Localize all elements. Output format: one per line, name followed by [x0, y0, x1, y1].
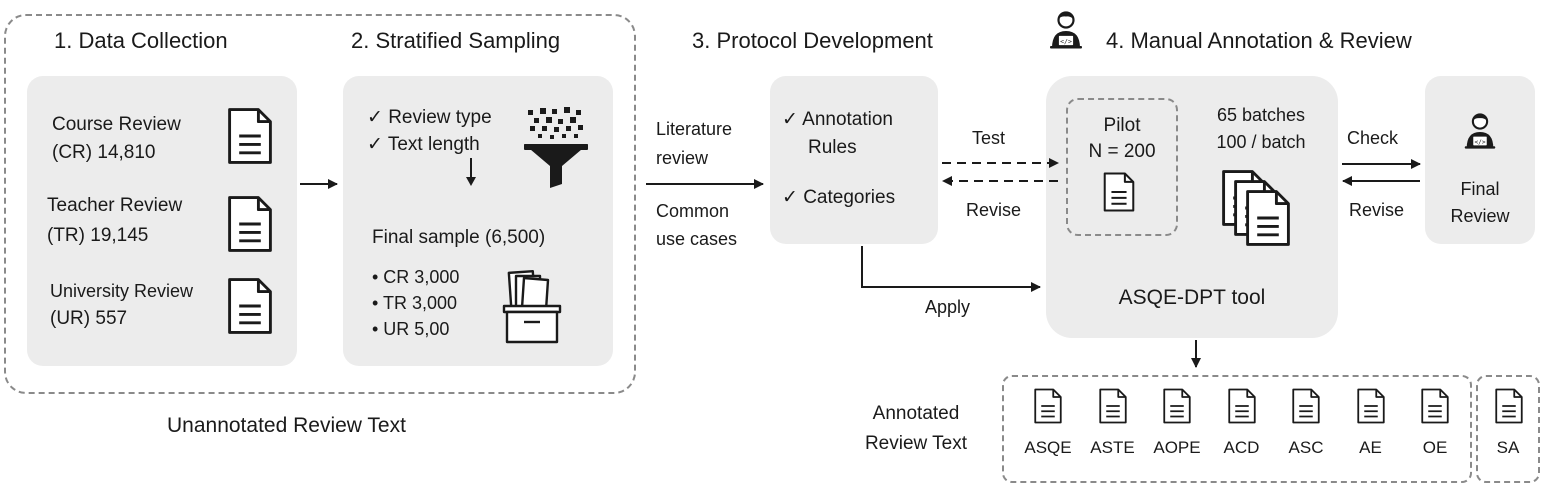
- input-literature: Literature: [656, 119, 733, 139]
- criterion-review-type: ✓ Review type: [367, 107, 492, 128]
- input-review: review: [656, 148, 709, 168]
- flow-label-check: Check: [1347, 128, 1399, 148]
- stage1-title: 1. Data Collection: [54, 28, 228, 53]
- document-icon: [1420, 386, 1450, 426]
- unannotated-review-text-label: Unannotated Review Text: [167, 414, 406, 437]
- output-label-line1: Annotated: [872, 403, 960, 424]
- task-label: ASC: [1288, 438, 1324, 457]
- flow-label-test: Test: [972, 128, 1006, 148]
- stage4-title: 4. Manual Annotation & Review: [1106, 28, 1412, 53]
- file-box-icon: [502, 270, 562, 344]
- task-label: AE: [1359, 438, 1382, 457]
- course-review-label: Course Review: [52, 114, 181, 135]
- document-icon: [1162, 386, 1192, 426]
- flow-label-revise-right: Revise: [1349, 200, 1405, 220]
- task-outputs-box: [1002, 375, 1472, 483]
- final-review-line1: Final: [1460, 179, 1500, 199]
- university-review-count: (UR) 557: [50, 308, 128, 329]
- stage2-title: 2. Stratified Sampling: [351, 28, 561, 53]
- document-icon: [1356, 386, 1386, 426]
- input-common: Common: [656, 201, 730, 221]
- unannotated-group-frame: [4, 14, 636, 394]
- teacher-review-count: (TR) 19,145: [47, 225, 149, 246]
- document-icon: [226, 194, 274, 254]
- arrow-apply: [861, 246, 1041, 292]
- flow-label-apply: Apply: [925, 297, 971, 317]
- document-icon: [226, 106, 274, 166]
- final-review-panel: [1425, 76, 1535, 244]
- rule-annotation: ✓ Annotation: [782, 109, 894, 130]
- sampling-down-arrow: [463, 158, 479, 188]
- stacked-documents-icon: [1222, 170, 1290, 246]
- criterion-text-length: ✓ Text length: [367, 134, 480, 155]
- task-label: ASQE: [1024, 438, 1072, 457]
- tool-name: ASQE-DPT tool: [1118, 286, 1266, 309]
- rule-rules: Rules: [808, 137, 857, 158]
- sample-cr: • CR 3,000: [372, 267, 460, 287]
- rule-categories: ✓ Categories: [782, 187, 896, 208]
- document-icon: [1494, 386, 1524, 426]
- document-icon: [1033, 386, 1063, 426]
- batch-size: 100 / batch: [1216, 132, 1306, 152]
- task-label: SA: [1496, 438, 1520, 457]
- document-icon: [1227, 386, 1257, 426]
- stratified-sampling-panel: [343, 76, 613, 366]
- task-label: ASTE: [1090, 438, 1135, 457]
- task-label: ACD: [1223, 438, 1260, 457]
- batches-count: 65 batches: [1216, 105, 1306, 125]
- pilot-box: [1066, 98, 1178, 236]
- input-use-cases: use cases: [656, 229, 738, 249]
- final-review-line2: Review: [1450, 206, 1510, 226]
- stage3-title: 3. Protocol Development: [692, 28, 933, 53]
- course-review-count: (CR) 14,810: [52, 142, 156, 163]
- protocol-panel: [770, 76, 938, 244]
- document-icon: [1098, 386, 1128, 426]
- task-label: OE: [1422, 438, 1448, 457]
- reviewer-person-icon: [1461, 110, 1499, 152]
- funnel-icon: [524, 107, 588, 188]
- output-label-line2: Review Text: [864, 433, 968, 454]
- pilot-label: Pilot: [1103, 115, 1141, 136]
- sample-tr: • TR 3,000: [372, 293, 458, 313]
- sample-ur: • UR 5,00: [372, 319, 450, 339]
- task-label: AOPE: [1153, 438, 1201, 457]
- pilot-count: N = 200: [1088, 141, 1156, 162]
- final-sample-label: Final sample (6,500): [372, 227, 546, 248]
- flow-label-revise-left: Revise: [966, 200, 1022, 220]
- document-icon: [226, 276, 274, 336]
- university-review-label: University Review: [50, 281, 194, 301]
- annotator-person-icon: [1046, 8, 1086, 52]
- document-icon: [1102, 171, 1136, 213]
- teacher-review-label: Teacher Review: [47, 195, 183, 216]
- document-icon: [1291, 386, 1321, 426]
- sa-output-box: [1476, 375, 1540, 483]
